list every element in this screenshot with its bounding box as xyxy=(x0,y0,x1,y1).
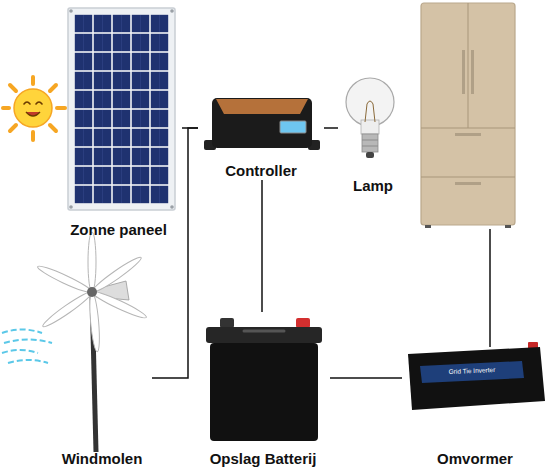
battery-terminal xyxy=(220,318,234,328)
sun-ray xyxy=(50,125,56,131)
sun-ray xyxy=(10,85,16,91)
windmill-blade xyxy=(90,288,148,321)
wire xyxy=(489,229,491,347)
component-caption: Controller xyxy=(225,162,297,179)
windmill-picture xyxy=(2,232,148,452)
wire-connector xyxy=(330,377,402,379)
bulb-glass xyxy=(346,78,394,126)
fridge-foot xyxy=(425,225,431,228)
drawer-split xyxy=(421,127,515,128)
fridge-body xyxy=(421,3,515,225)
component-caption: Lamp xyxy=(353,177,393,194)
mount-hole xyxy=(69,9,73,13)
inverter-picture xyxy=(408,342,545,410)
component-node: Lamp xyxy=(338,70,408,195)
sun-ray xyxy=(31,132,35,140)
sun-ray xyxy=(10,125,16,131)
windmill-blade xyxy=(88,232,96,292)
controller-picture xyxy=(204,98,320,150)
controller-top xyxy=(216,99,308,114)
mount-hole xyxy=(170,205,174,209)
component-caption: Zonne paneel xyxy=(70,221,167,238)
wind-lines xyxy=(2,330,52,364)
solar-panel-picture xyxy=(68,8,175,210)
mount-hole xyxy=(69,205,73,209)
drawer-handle xyxy=(455,133,481,136)
sun-ray xyxy=(50,85,56,91)
battery-terminal xyxy=(296,318,310,328)
fridge-picture xyxy=(421,3,515,228)
sun-ray xyxy=(31,77,35,84)
panel-cells xyxy=(74,14,169,204)
door-handle xyxy=(462,50,465,94)
bulb-neck xyxy=(361,120,379,134)
lamp-picture xyxy=(346,78,394,158)
inverter-body xyxy=(408,347,545,410)
bulb-tip xyxy=(366,152,374,158)
component-node: Omvormer xyxy=(402,340,548,468)
sun-ray xyxy=(3,106,9,110)
filament xyxy=(365,101,375,122)
door-split xyxy=(468,3,469,128)
battery-body xyxy=(210,343,318,441)
windmill-hub xyxy=(87,287,97,297)
battery-picture xyxy=(206,318,322,441)
wire-connector xyxy=(324,127,338,129)
component-node: Windmolen xyxy=(52,262,152,468)
mount-hole xyxy=(170,9,174,13)
panel-frame xyxy=(68,8,175,210)
sun-disc xyxy=(14,89,52,127)
sun-icon xyxy=(3,77,65,140)
sun-smile xyxy=(26,112,40,116)
component-node: Controller xyxy=(198,80,324,180)
windmill-blade xyxy=(88,292,101,352)
component-node: Opslag Batterij xyxy=(196,312,330,468)
bulb-base xyxy=(362,134,378,152)
controller-body xyxy=(212,98,312,148)
battery-lid xyxy=(206,327,322,343)
wire-connector xyxy=(261,180,263,312)
component-caption: Omvormer xyxy=(437,450,513,467)
windmill-blade xyxy=(36,263,94,296)
sun-ray xyxy=(57,106,65,110)
component-node: Zonne paneel xyxy=(55,5,182,239)
component-caption: Opslag Batterij xyxy=(210,450,317,467)
windmill-blade xyxy=(41,289,95,330)
sun-eyes xyxy=(24,102,42,104)
drawer-split xyxy=(421,176,515,177)
wire-connector xyxy=(152,128,198,378)
component-caption: Windmolen xyxy=(62,450,143,467)
drawer-handle xyxy=(455,182,481,185)
base-thread xyxy=(362,140,378,141)
base-thread xyxy=(362,146,378,147)
inverter-plate xyxy=(420,361,524,383)
fridge-foot xyxy=(505,225,511,228)
controller-screen xyxy=(280,121,306,133)
battery-handle xyxy=(244,330,284,333)
door-handle xyxy=(471,50,474,94)
windmill-blade xyxy=(90,254,144,295)
